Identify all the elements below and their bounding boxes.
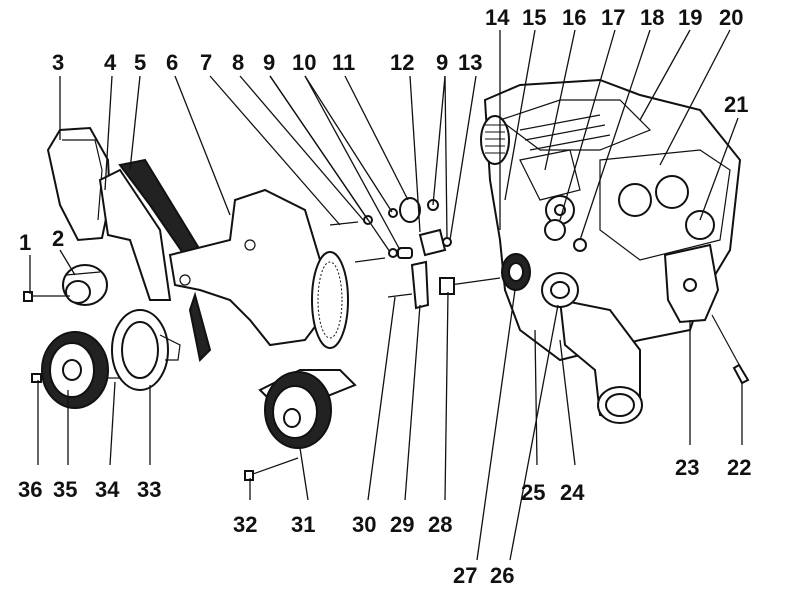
crankshaft-sprocket	[311, 251, 349, 349]
callout-27: 27	[453, 563, 477, 588]
callout-15: 15	[522, 5, 546, 30]
callout-1: 1	[19, 230, 31, 255]
callout-labels: 3 4 5 6 7 8 9 10 11 12 9 13 14 15 16 17 …	[18, 5, 751, 588]
bolt-8	[354, 257, 386, 263]
callout-6: 6	[166, 50, 178, 75]
tensioner-roller-17	[544, 219, 587, 252]
water-pump-outlet	[558, 298, 643, 424]
callout-2: 2	[52, 226, 64, 251]
callout-31: 31	[291, 512, 315, 537]
crankshaft-pulley	[41, 331, 109, 409]
bolt-22	[711, 314, 750, 385]
callout-4: 4	[104, 50, 117, 75]
callout-19: 19	[678, 5, 702, 30]
bolt-28	[439, 277, 501, 295]
callout-17: 17	[601, 5, 625, 30]
idler-pulley-31	[258, 369, 357, 449]
callout-29: 29	[390, 512, 414, 537]
vibration-damper	[111, 309, 181, 391]
callout-28: 28	[428, 512, 452, 537]
bolt-30	[387, 293, 413, 298]
leader-lines	[29, 29, 743, 561]
callout-9: 9	[263, 50, 275, 75]
callout-8: 8	[232, 50, 244, 75]
callout-16: 16	[562, 5, 586, 30]
timing-belt	[188, 291, 212, 363]
callout-11: 11	[332, 50, 355, 75]
bolt-7	[329, 221, 359, 226]
callout-5: 5	[134, 50, 146, 75]
callout-3: 3	[52, 50, 64, 75]
callout-30: 30	[352, 512, 376, 537]
callout-12: 12	[390, 50, 414, 75]
idler-roller-11	[388, 197, 421, 223]
tensioner-roller-2	[62, 264, 108, 306]
callout-22: 22	[727, 455, 751, 480]
callout-9b: 9	[436, 50, 448, 75]
idler-roller-26	[541, 272, 579, 308]
tensioner-12	[418, 199, 447, 257]
bolt-36	[31, 373, 42, 383]
callout-32: 32	[233, 512, 257, 537]
callout-13: 13	[458, 50, 482, 75]
callout-25: 25	[521, 480, 545, 505]
callout-34: 34	[95, 477, 120, 502]
spacer-10	[397, 247, 413, 259]
callout-18: 18	[640, 5, 664, 30]
bolt-32	[244, 457, 299, 481]
callout-10: 10	[292, 50, 316, 75]
callout-33: 33	[137, 477, 161, 502]
callout-26: 26	[490, 563, 514, 588]
engine-mount-bracket	[663, 243, 720, 324]
callout-23: 23	[675, 455, 699, 480]
callout-7: 7	[200, 50, 212, 75]
callout-35: 35	[53, 477, 77, 502]
lower-timing-belt-cover	[168, 188, 321, 347]
callout-20: 20	[719, 5, 743, 30]
callout-14: 14	[485, 5, 510, 30]
camshaft-sprocket-27	[501, 253, 531, 291]
callout-24: 24	[560, 480, 585, 505]
bracket-29	[410, 260, 430, 310]
bolt-1	[23, 291, 70, 302]
callout-21: 21	[724, 92, 748, 117]
callout-36: 36	[18, 477, 42, 502]
